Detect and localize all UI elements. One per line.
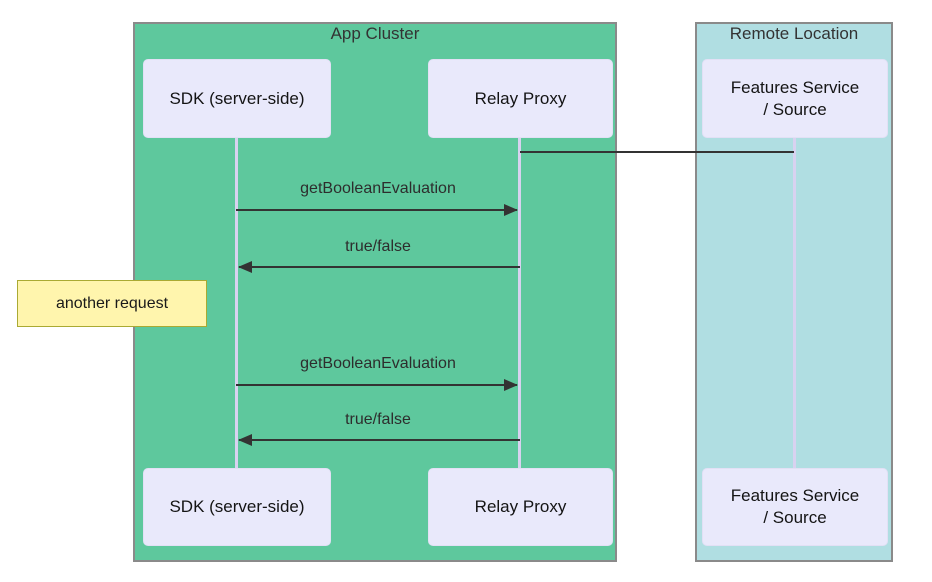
sdk-lifeline — [235, 138, 238, 468]
actor-sdk-label: SDK (server-side) — [169, 88, 305, 108]
actor-relay-proxy-top: Relay Proxy — [428, 59, 613, 138]
message-label-getbooleanevaluation-2: getBooleanEvaluation — [300, 355, 456, 372]
actor-features-service-bottom: Features Service / Source — [702, 468, 888, 546]
actor-features-label-line1: Features Service — [730, 77, 860, 97]
message-label-truefalse-2: true/false — [345, 411, 411, 428]
actor-sdk-top: SDK (server-side) — [143, 59, 331, 138]
actor-sdk-label: SDK (server-side) — [169, 497, 305, 516]
actor-features-label-line2: / Source — [763, 99, 827, 119]
message-label-getbooleanevaluation-1: getBooleanEvaluation — [300, 180, 456, 197]
actor-relay-proxy-bottom: Relay Proxy — [428, 468, 613, 546]
note-text: another request — [55, 294, 169, 312]
actor-relay-label: Relay Proxy — [474, 88, 567, 108]
actor-relay-label: Relay Proxy — [474, 497, 567, 516]
remote-location-title: Remote Location — [729, 24, 859, 43]
actor-features-label-line2: / Source — [763, 508, 827, 527]
actor-features-label-line1: Features Service — [730, 486, 860, 505]
actor-features-service-top: Features Service / Source — [702, 59, 888, 138]
features-service-lifeline — [793, 138, 796, 468]
note-another-request: another request — [17, 280, 207, 327]
actor-sdk-bottom: SDK (server-side) — [143, 468, 331, 546]
message-label-truefalse-1: true/false — [345, 238, 411, 255]
app-cluster-title: App Cluster — [330, 24, 420, 43]
relay-proxy-lifeline — [518, 138, 521, 468]
